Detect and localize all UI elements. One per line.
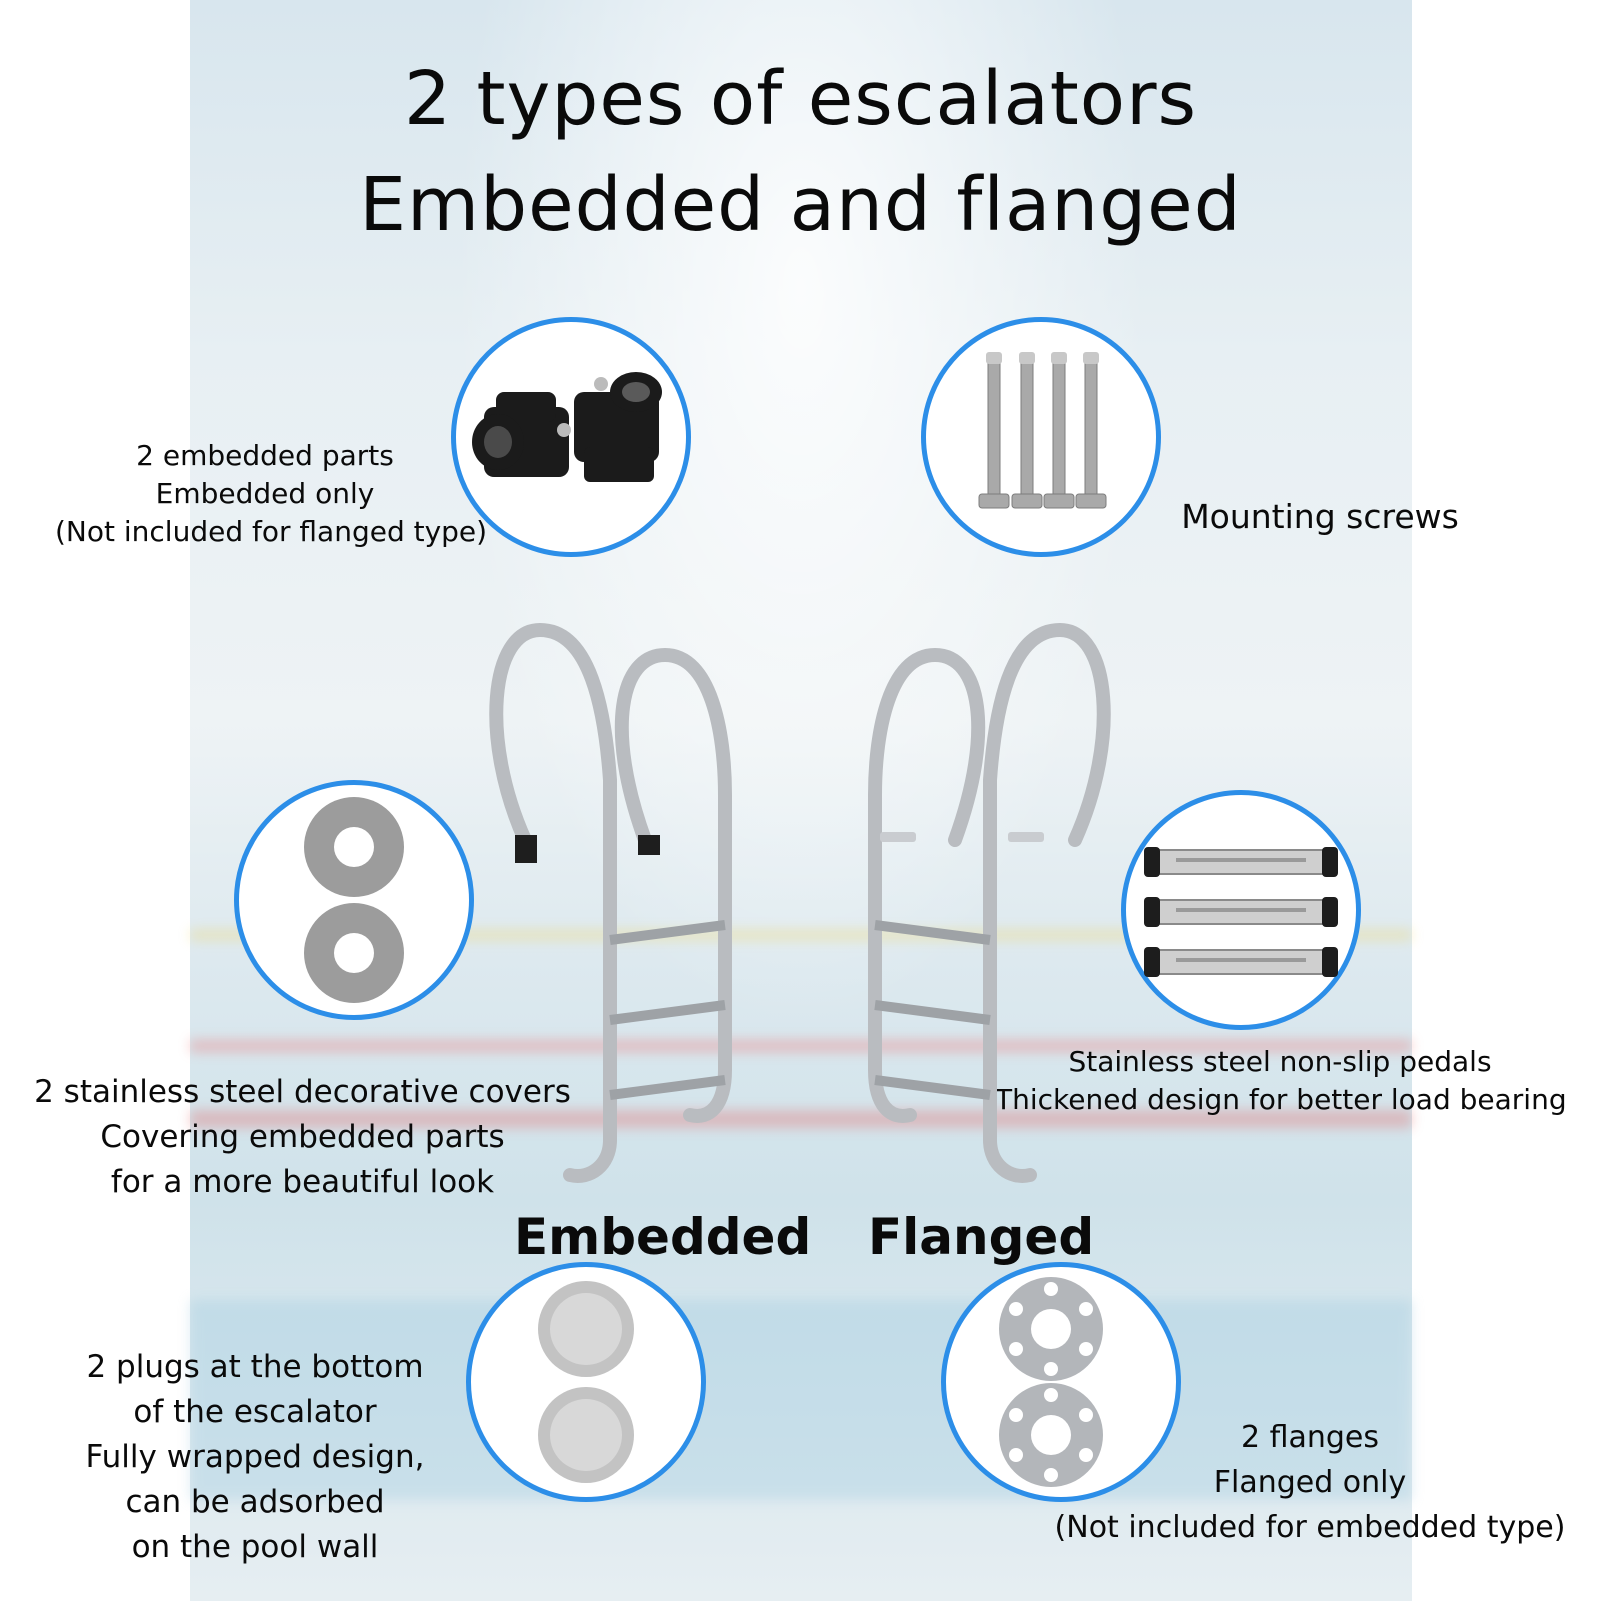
flange-plate-icon bbox=[999, 1277, 1103, 1487]
caption-line: on the pool wall bbox=[131, 1529, 379, 1565]
caption-line: Thickened design for better load bearing bbox=[995, 1083, 1567, 1116]
caption-line: for a more beautiful look bbox=[110, 1164, 495, 1200]
caption-line: Fully wrapped design, bbox=[85, 1439, 425, 1475]
caption-line: Embedded only bbox=[155, 477, 375, 510]
page-title-line-1: 2 types of escalators bbox=[403, 56, 1198, 142]
caption-line: 2 flanges bbox=[1240, 1420, 1380, 1455]
caption-embedded-parts: 2 embedded parts Embedded only (Not incl… bbox=[55, 437, 488, 551]
lane-stripe-red bbox=[190, 1040, 1412, 1052]
flanged-rail-outer bbox=[983, 622, 1111, 1183]
plug-cap-icon bbox=[538, 1281, 634, 1483]
caption-line: (Not included for flanged type) bbox=[55, 515, 488, 548]
flanged-step-2 bbox=[874, 1000, 991, 1025]
embedded-anchor-left bbox=[515, 835, 537, 863]
caption-line: can be adsorbed bbox=[125, 1484, 385, 1520]
caption-pedals: Stainless steel non-slip pedals Thickene… bbox=[995, 1043, 1567, 1119]
caption-plugs: 2 plugs at the bottom of the escalator F… bbox=[60, 1345, 450, 1570]
bolt-icon bbox=[978, 352, 1107, 509]
caption-decorative-covers: 2 stainless steel decorative covers Cove… bbox=[25, 1070, 580, 1205]
flanges-circle bbox=[941, 1262, 1181, 1502]
caption-line: 2 plugs at the bottom bbox=[86, 1349, 424, 1385]
embedded-step-3 bbox=[609, 1075, 726, 1100]
water-area bbox=[190, 1300, 1412, 1500]
black-clamp-icon bbox=[472, 372, 662, 482]
caption-mounting-screws: Mounting screws bbox=[1170, 498, 1470, 536]
washer-icon bbox=[304, 797, 404, 1003]
embedded-rail-outer bbox=[489, 622, 617, 1183]
embedded-step-1 bbox=[609, 920, 726, 945]
flanged-base-left bbox=[880, 832, 916, 842]
lane-stripe-yellow bbox=[190, 930, 1412, 940]
caption-line: Flanged only bbox=[1213, 1465, 1407, 1500]
embedded-rail-inner bbox=[614, 647, 732, 1123]
flanged-label: Flanged bbox=[868, 1208, 1095, 1266]
flanged-step-3 bbox=[874, 1075, 991, 1100]
step-tread-icon bbox=[1144, 847, 1338, 977]
page-title-line-2: Embedded and flanged bbox=[359, 162, 1242, 248]
mounting-screws-circle bbox=[921, 317, 1161, 557]
caption-line: 2 stainless steel decorative covers bbox=[34, 1074, 571, 1110]
caption-line: (Not included for embedded type) bbox=[1054, 1510, 1566, 1545]
decorative-covers-circle bbox=[234, 780, 474, 1020]
pedals-circle bbox=[1121, 790, 1361, 1030]
ladder-illustration bbox=[489, 622, 1111, 1183]
flanged-rail-inner bbox=[868, 647, 986, 1123]
caption-line: Covering embedded parts bbox=[100, 1119, 505, 1155]
caption-line: of the escalator bbox=[133, 1394, 377, 1430]
plugs-circle bbox=[466, 1262, 706, 1502]
caption-flanges: 2 flanges Flanged only (Not included for… bbox=[1030, 1415, 1590, 1550]
flanged-step-1 bbox=[874, 920, 991, 945]
lane-stripe-red-2 bbox=[190, 1110, 1412, 1128]
embedded-parts-circle bbox=[451, 317, 691, 557]
embedded-anchor-right bbox=[638, 835, 660, 855]
embedded-step-2 bbox=[609, 1000, 726, 1025]
flanged-base-right bbox=[1008, 832, 1044, 842]
caption-line: Stainless steel non-slip pedals bbox=[1068, 1045, 1492, 1078]
caption-line: 2 embedded parts bbox=[136, 439, 394, 472]
embedded-label: Embedded bbox=[514, 1208, 812, 1266]
caption-line: Mounting screws bbox=[1181, 497, 1459, 536]
